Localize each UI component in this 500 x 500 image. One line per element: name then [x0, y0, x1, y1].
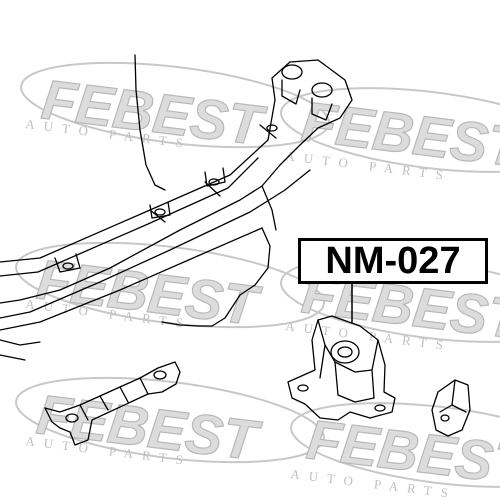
subframe-illustration [0, 54, 353, 361]
watermark-ring [290, 402, 500, 488]
small-bracket-illustration [431, 379, 471, 437]
watermark-ring [20, 61, 330, 149]
watermark-ring [15, 376, 325, 464]
part-number-text: NM-027 [325, 240, 461, 282]
watermark-ring [280, 87, 500, 173]
engine-mount-illustration [287, 315, 396, 421]
part-number-label: NM-027 [298, 238, 488, 284]
link-rod-illustration [44, 361, 181, 446]
